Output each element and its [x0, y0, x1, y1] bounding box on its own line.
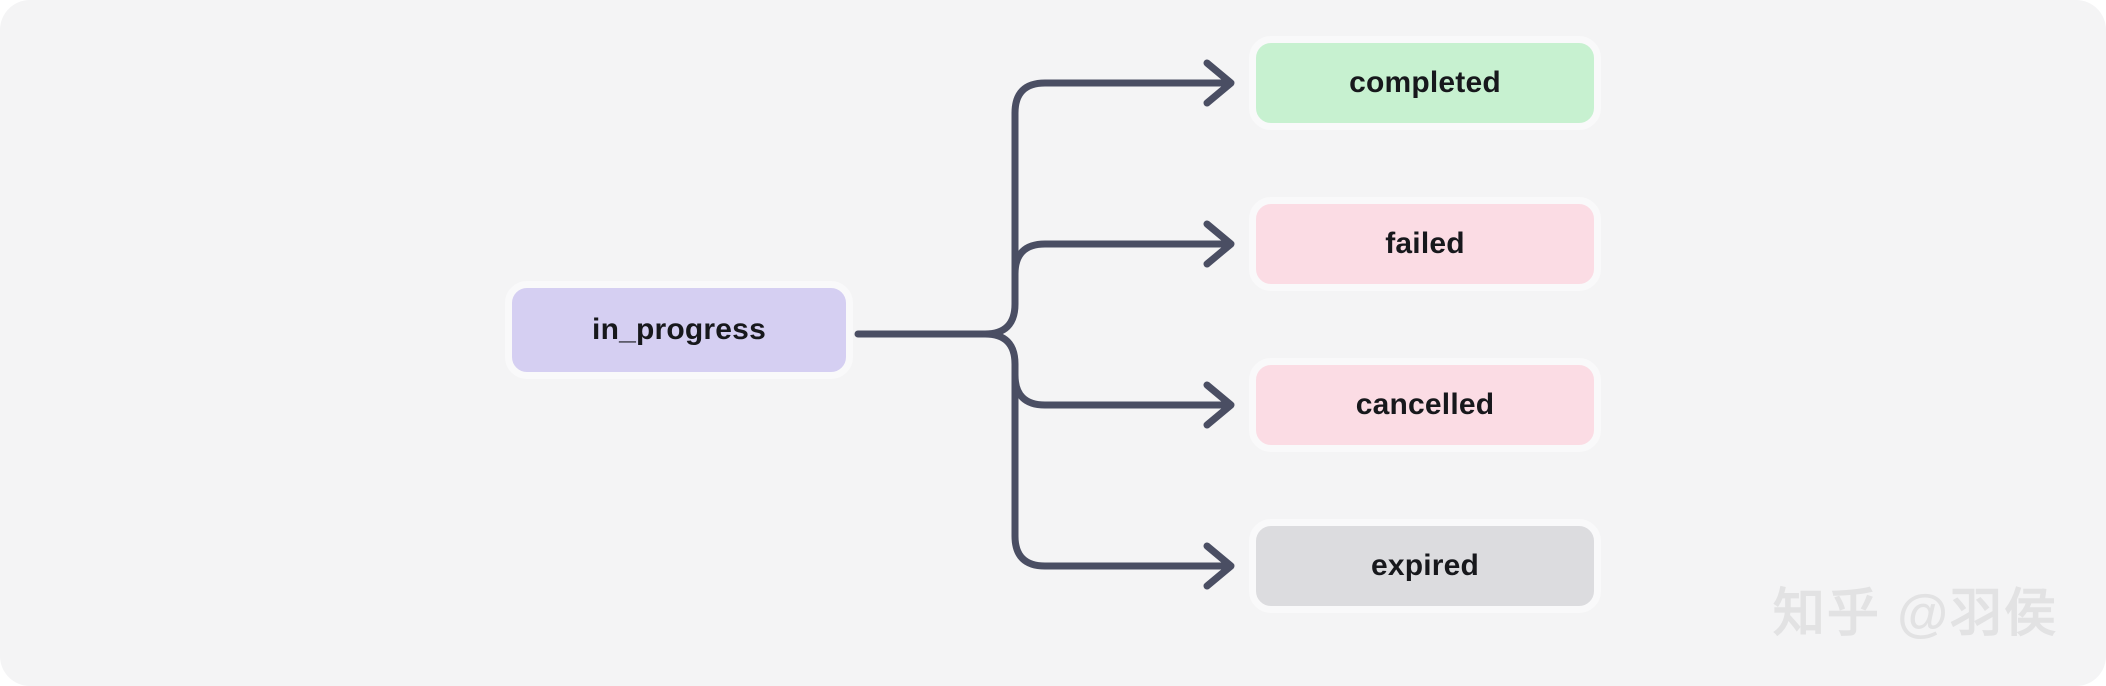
node-in-progress[interactable]: in_progress [505, 281, 853, 379]
node-in-progress-label: in_progress [592, 313, 766, 346]
arrowhead-expired [1203, 542, 1235, 590]
node-cancelled[interactable]: cancelled [1249, 358, 1601, 452]
node-completed-label: completed [1349, 66, 1501, 99]
node-expired[interactable]: expired [1249, 519, 1601, 613]
edge-branch-failed [1011, 240, 1234, 278]
node-failed-label: failed [1385, 227, 1465, 260]
node-expired-label: expired [1370, 549, 1480, 582]
arrowhead-completed [1203, 59, 1235, 107]
node-completed[interactable]: completed [1249, 36, 1601, 130]
arrowhead-cancelled [1203, 381, 1235, 429]
node-failed[interactable]: failed [1249, 197, 1601, 291]
edge-branch-cancelled [1011, 371, 1234, 409]
watermark-text: 知乎 @羽侯 [1772, 585, 2058, 643]
edge-trunk-lower [981, 330, 1234, 570]
node-cancelled-label: cancelled [1355, 388, 1495, 421]
edge-trunk-upper [981, 79, 1234, 338]
arrowhead-failed [1203, 220, 1235, 268]
